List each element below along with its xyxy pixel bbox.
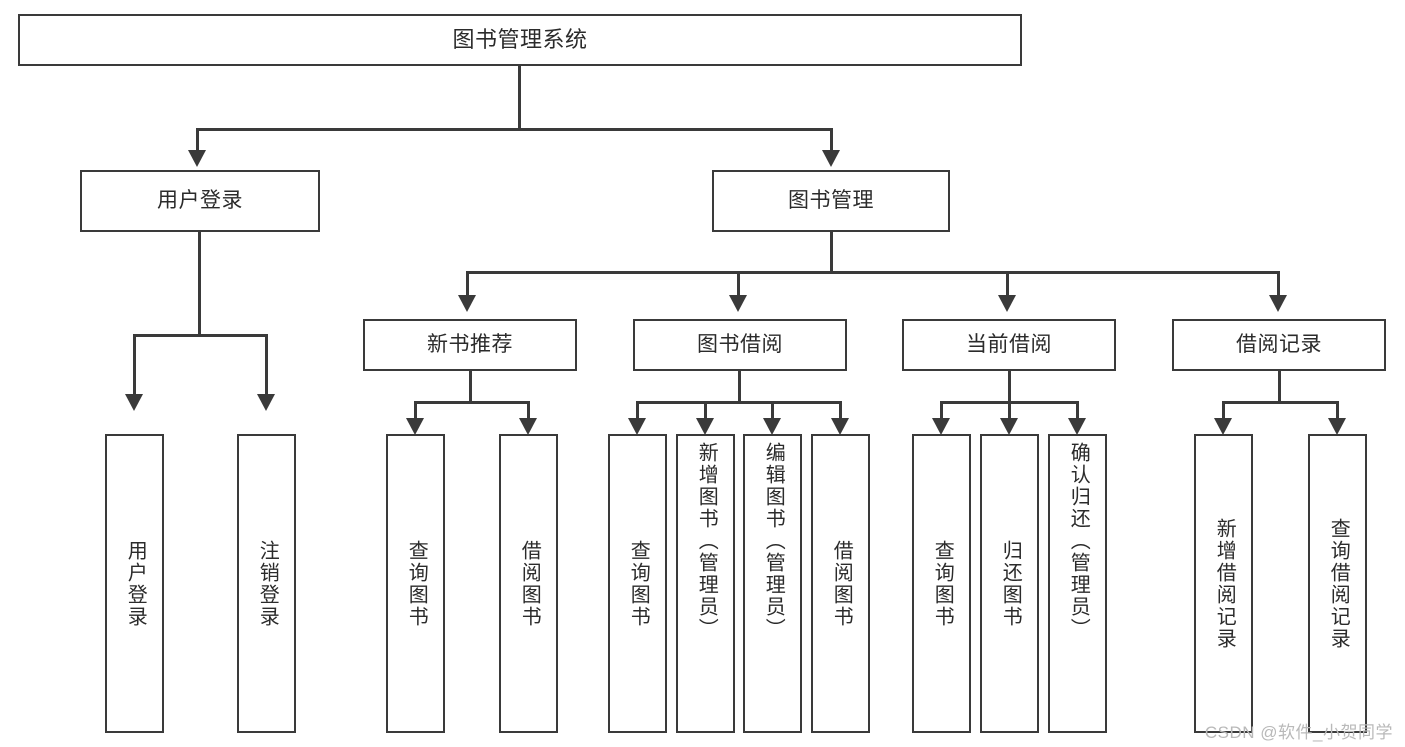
edge-cb-drop-3 <box>1076 401 1079 421</box>
arrow-to-leaf-borrow-book-bb <box>831 418 849 435</box>
edge-br-fanbar <box>1222 401 1339 404</box>
arrow-to-user-login <box>188 150 206 167</box>
edge-root-to-user-login <box>196 128 199 152</box>
leaf-user-login[interactable]: 用户登录 <box>105 434 164 733</box>
arrow-to-leaf-add-record <box>1214 418 1232 435</box>
edge-br-stem <box>1278 371 1281 403</box>
arrow-to-leaf-query-record <box>1328 418 1346 435</box>
node-label: 新增图书（管理员） <box>695 442 718 640</box>
node-label: 查询图书 <box>931 539 954 628</box>
node-label: 编辑图书（管理员） <box>762 442 785 640</box>
edge-user-login-fanbar <box>133 334 268 337</box>
node-label: 查询借阅记录 <box>1327 517 1350 650</box>
edge-bb-drop-4 <box>839 401 842 421</box>
node-current-borrow[interactable]: 当前借阅 <box>902 319 1116 371</box>
leaf-borrow-book-bb[interactable]: 借阅图书 <box>811 434 870 733</box>
arrow-to-borrow-record <box>1269 295 1287 312</box>
edge-user-login-drop-2 <box>265 334 268 396</box>
arrow-to-leaf-user-login <box>125 394 143 411</box>
node-root-system[interactable]: 图书管理系统 <box>18 14 1022 66</box>
edge-cb-stem <box>1008 371 1011 403</box>
node-label: 用户登录 <box>124 539 147 628</box>
node-label: 借阅记录 <box>1236 332 1322 356</box>
edge-cb-drop-2 <box>1008 401 1011 421</box>
edge-book-management-fanbar <box>466 271 1280 274</box>
edge-nbr-fanbar <box>414 401 530 404</box>
node-label: 借阅图书 <box>518 539 541 628</box>
leaf-query-book-nbr[interactable]: 查询图书 <box>386 434 445 733</box>
leaf-edit-book-admin[interactable]: 编辑图书（管理员） <box>743 434 802 733</box>
edge-bm-drop-1 <box>466 271 469 297</box>
edge-bb-drop-2 <box>704 401 707 421</box>
leaf-add-book-admin[interactable]: 新增图书（管理员） <box>676 434 735 733</box>
leaf-add-borrow-record[interactable]: 新增借阅记录 <box>1194 434 1253 733</box>
node-label: 图书管理系统 <box>452 27 588 53</box>
edge-root-stem <box>518 66 521 130</box>
leaf-logout[interactable]: 注销登录 <box>237 434 296 733</box>
arrow-to-leaf-edit-book <box>763 418 781 435</box>
node-label: 借阅图书 <box>830 539 853 628</box>
node-label: 新增借阅记录 <box>1213 517 1236 650</box>
node-label: 用户登录 <box>157 188 243 212</box>
edge-root-fanbar <box>196 128 833 131</box>
node-new-book-recommend[interactable]: 新书推荐 <box>363 319 577 371</box>
edge-user-login-stem <box>198 232 201 336</box>
node-label: 查询图书 <box>627 539 650 628</box>
node-label: 图书借阅 <box>697 332 783 356</box>
node-label: 新书推荐 <box>427 332 513 356</box>
arrow-to-book-manage <box>822 150 840 167</box>
arrow-to-book-borrow <box>729 295 747 312</box>
edge-nbr-stem <box>469 371 472 403</box>
leaf-confirm-return-admin[interactable]: 确认归还（管理员） <box>1048 434 1107 733</box>
node-book-borrow[interactable]: 图书借阅 <box>633 319 847 371</box>
edge-user-login-drop-1 <box>133 334 136 396</box>
edge-bm-drop-4 <box>1277 271 1280 297</box>
node-label: 归还图书 <box>999 539 1022 628</box>
node-label: 注销登录 <box>256 539 279 628</box>
leaf-borrow-book-nbr[interactable]: 借阅图书 <box>499 434 558 733</box>
arrow-to-leaf-return-book <box>1000 418 1018 435</box>
arrow-to-leaf-add-book <box>696 418 714 435</box>
leaf-return-book[interactable]: 归还图书 <box>980 434 1039 733</box>
edge-nbr-drop-2 <box>527 401 530 421</box>
node-user-login[interactable]: 用户登录 <box>80 170 320 232</box>
arrow-to-leaf-query-book-nbr <box>406 418 424 435</box>
edge-bb-drop-3 <box>771 401 774 421</box>
edge-book-management-stem <box>830 232 833 274</box>
leaf-query-book-cb[interactable]: 查询图书 <box>912 434 971 733</box>
edge-nbr-drop-1 <box>414 401 417 421</box>
node-label: 图书管理 <box>788 188 874 212</box>
edge-bb-stem <box>738 371 741 403</box>
node-label: 确认归还（管理员） <box>1067 442 1090 640</box>
arrow-to-leaf-borrow-book-nbr <box>519 418 537 435</box>
node-book-management[interactable]: 图书管理 <box>712 170 950 232</box>
leaf-query-borrow-record[interactable]: 查询借阅记录 <box>1308 434 1367 733</box>
edge-root-to-book-manage <box>830 128 833 152</box>
edge-br-drop-1 <box>1222 401 1225 421</box>
arrow-to-leaf-query-book-cb <box>932 418 950 435</box>
node-label: 当前借阅 <box>966 332 1052 356</box>
edge-br-drop-2 <box>1336 401 1339 421</box>
edge-bb-fanbar <box>636 401 842 404</box>
edge-bb-drop-1 <box>636 401 639 421</box>
edge-bm-drop-3 <box>1006 271 1009 297</box>
edge-bm-drop-2 <box>737 271 740 297</box>
arrow-to-leaf-confirm-return <box>1068 418 1086 435</box>
node-borrow-record[interactable]: 借阅记录 <box>1172 319 1386 371</box>
leaf-query-book-bb[interactable]: 查询图书 <box>608 434 667 733</box>
arrow-to-new-book-rec <box>458 295 476 312</box>
edge-cb-drop-1 <box>940 401 943 421</box>
arrow-to-leaf-logout <box>257 394 275 411</box>
node-label: 查询图书 <box>405 539 428 628</box>
arrow-to-leaf-query-book-bb <box>628 418 646 435</box>
arrow-to-current-borrow <box>998 295 1016 312</box>
